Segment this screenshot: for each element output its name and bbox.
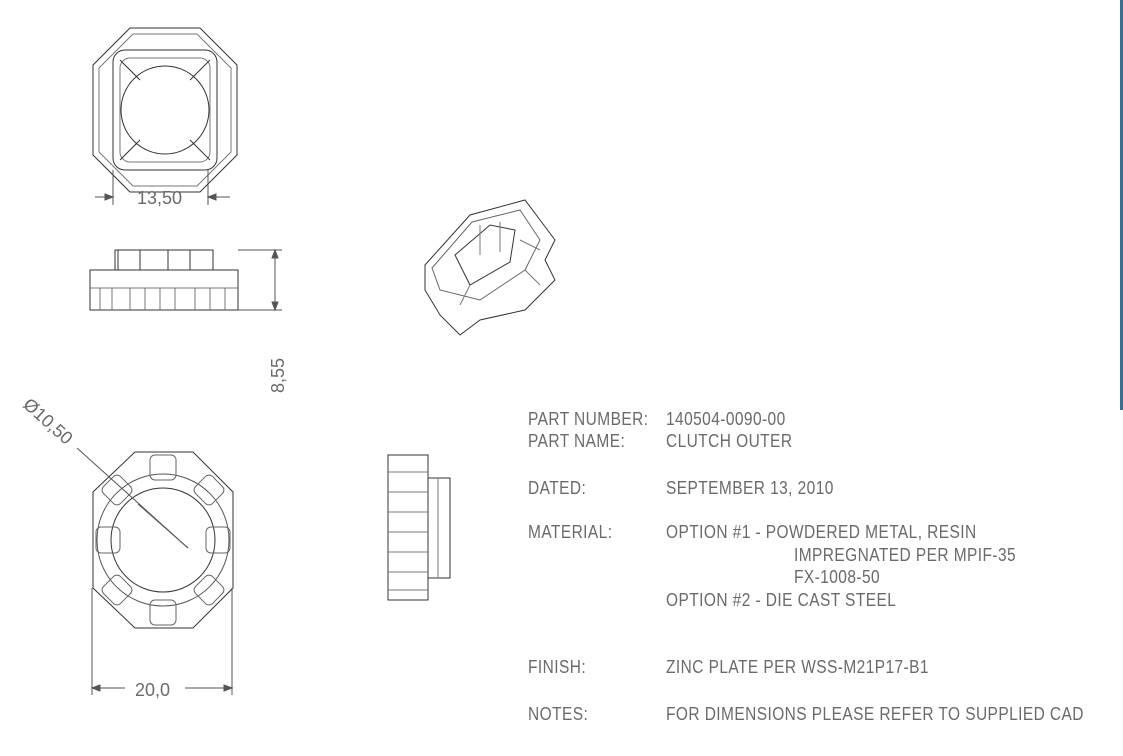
- finish-label: FINISH:: [528, 657, 587, 677]
- finish: ZINC PLATE PER WSS-M21P17-B1: [666, 657, 929, 677]
- material-option1-line3: FX-1008-50: [794, 567, 881, 587]
- bottom-view: [92, 451, 234, 629]
- dim-side-height: 8,55: [268, 358, 288, 393]
- dim-bore-diameter: Ø10,50: [19, 394, 76, 448]
- material-option1: OPTION #1 - POWDERED METAL, RESIN: [666, 522, 977, 542]
- part-number: 140504-0090-00: [666, 409, 786, 429]
- dimension-top-width: [95, 170, 230, 205]
- side-scroll-indicator: [1120, 0, 1123, 410]
- material-option1-line2: IMPREGNATED PER MPIF-35: [794, 545, 1017, 565]
- isometric-view: [424, 199, 556, 336]
- dim-top-width: 13,50: [137, 188, 182, 208]
- part-name-label: PART NAME:: [528, 431, 626, 451]
- dimension-outer-width: [90, 588, 234, 695]
- part-name: CLUTCH OUTER: [666, 431, 793, 451]
- side-view: [89, 249, 239, 311]
- part-number-label: PART NUMBER:: [528, 409, 649, 429]
- material-label: MATERIAL:: [528, 522, 613, 542]
- top-view: [92, 27, 238, 193]
- notes-label: NOTES:: [528, 704, 589, 724]
- dated-label: DATED:: [528, 478, 587, 498]
- dimension-side-height: [238, 248, 282, 312]
- notes: FOR DIMENSIONS PLEASE REFER TO SUPPLIED …: [666, 704, 1084, 724]
- dim-outer-width: 20,0: [135, 680, 170, 700]
- material-option2: OPTION #2 - DIE CAST STEEL: [666, 590, 897, 610]
- dated: SEPTEMBER 13, 2010: [666, 478, 834, 498]
- dimension-bore: [76, 447, 189, 549]
- end-view: [387, 454, 451, 601]
